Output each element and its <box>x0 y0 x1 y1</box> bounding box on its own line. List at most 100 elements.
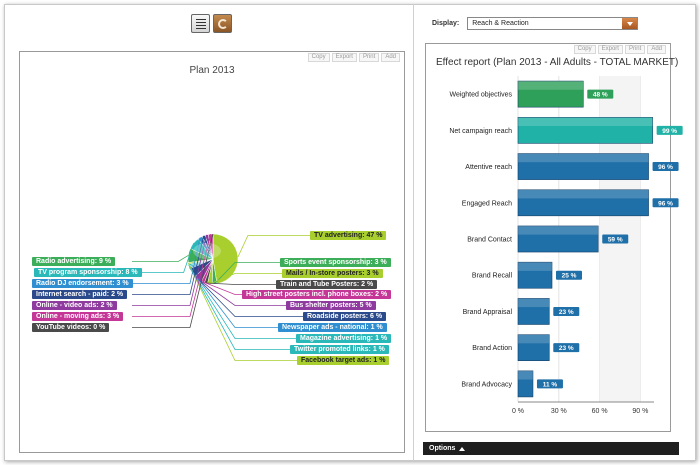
chevron-up-icon <box>459 446 466 451</box>
category-label: Brand Appraisal <box>463 309 513 316</box>
category-label: Weighted objectives <box>449 92 512 99</box>
copy-button[interactable]: Copy <box>307 53 330 62</box>
leader-line <box>214 262 280 285</box>
slice-label: YouTube videos: 0 % <box>32 323 110 332</box>
chevron-down-icon[interactable] <box>622 18 638 29</box>
print-button[interactable]: Print <box>358 53 380 62</box>
leader-line <box>205 282 276 285</box>
add-button[interactable]: Add <box>381 53 400 62</box>
value-label: 59 % <box>608 237 623 244</box>
add-button[interactable]: Add <box>647 45 666 54</box>
slice-label: Radio DJ endorsement: 3 % <box>32 279 133 288</box>
left-chart-toolbar: Copy Export Print Add <box>307 53 400 62</box>
chart-title: Plan 2013 <box>189 65 235 76</box>
value-label: 99 % <box>662 128 677 135</box>
slice-label: Roadside posters: 6 % <box>303 312 387 321</box>
value-badge <box>652 162 679 172</box>
display-value: Reach & Reaction <box>472 20 529 27</box>
category-label: Brand Action <box>472 345 512 352</box>
category-label: Brand Recall <box>472 273 513 280</box>
x-tick-label: 30 % <box>551 408 567 415</box>
pie-chart <box>132 233 310 361</box>
leader-line <box>209 273 282 285</box>
category-label: Brand Contact <box>467 237 512 244</box>
panel-divider <box>413 4 414 461</box>
bar-highlight <box>518 262 552 271</box>
value-badge <box>602 234 629 244</box>
bar-highlight <box>518 370 533 380</box>
print-button[interactable]: Print <box>624 45 646 54</box>
leader-line <box>188 263 297 361</box>
bar-highlight <box>518 225 599 235</box>
bar[interactable] <box>517 334 550 362</box>
value-label: 96 % <box>658 164 673 171</box>
slice-label: Mails / In-store posters: 3 % <box>282 269 383 278</box>
slice-label: Newspaper ads - national: 1 % <box>278 323 387 332</box>
value-label: 96 % <box>658 200 673 207</box>
bar[interactable] <box>517 189 649 217</box>
leader-line <box>237 235 310 258</box>
bar[interactable] <box>517 225 599 253</box>
right-chart-toolbar: Copy Export Print Add <box>573 45 666 54</box>
display-row: Display: Reach & Reaction <box>432 17 639 30</box>
leader-line <box>132 237 201 284</box>
leader-line <box>202 281 242 295</box>
options-bar[interactable]: Options <box>423 442 679 455</box>
category-label: Net campaign reach <box>449 128 512 135</box>
export-button[interactable]: Export <box>331 53 357 62</box>
leader-line <box>134 243 194 273</box>
leader-line <box>191 272 303 317</box>
bar[interactable] <box>517 116 653 144</box>
slice-label: TV advertising: 47 % <box>310 231 387 240</box>
bar[interactable] <box>517 370 534 398</box>
value-label: 48 % <box>593 92 608 99</box>
pie-view-icon[interactable] <box>213 14 232 33</box>
bar-highlight <box>518 298 550 308</box>
bar[interactable] <box>517 153 649 180</box>
display-label: Display: <box>432 20 460 27</box>
value-label: 25 % <box>562 273 577 280</box>
category-label: Attentive reach <box>465 164 512 171</box>
slice-label: Facebook target ads: 1 % <box>297 356 390 365</box>
slice-label: Online - video ads: 2 % <box>32 301 117 310</box>
slice-label: Sports event sponsorship: 3 % <box>280 258 391 267</box>
slice-label: Train and Tube Posters: 2 % <box>276 280 378 289</box>
value-badge <box>556 270 582 280</box>
bar[interactable] <box>517 80 584 108</box>
category-label: Brand Advocacy <box>461 381 512 388</box>
bar-highlight <box>518 81 584 90</box>
slice-label: Internet search - paid: 2 % <box>32 290 128 299</box>
view-toggle <box>191 14 232 33</box>
value-label: 23 % <box>559 345 574 352</box>
slice-label: TV program sponsorship: 8 % <box>34 268 142 277</box>
options-label: Options <box>429 445 456 452</box>
export-button[interactable]: Export <box>597 45 623 54</box>
copy-button[interactable]: Copy <box>573 45 596 54</box>
bar-highlight <box>518 117 653 126</box>
leader-line <box>132 234 208 306</box>
bar[interactable] <box>517 261 553 289</box>
leader-line <box>188 266 296 339</box>
leader-line <box>132 255 189 262</box>
x-tick-label: 0 % <box>512 408 524 415</box>
leader-line <box>132 234 212 317</box>
slice-label: High street posters incl. phone boxes: 2… <box>242 290 392 299</box>
bar-highlight <box>518 153 649 163</box>
bar[interactable] <box>517 298 550 325</box>
list-view-icon[interactable] <box>191 14 210 33</box>
pie-highlight <box>193 243 221 259</box>
value-label: 11 % <box>543 381 558 388</box>
effect-report-chart: Copy Export Print Add Effect report (Pla… <box>425 43 683 432</box>
value-badge <box>656 125 683 135</box>
value-badge <box>553 306 580 316</box>
x-tick-label: 90 % <box>632 408 648 415</box>
value-label: 23 % <box>559 309 574 316</box>
slice-label: Bus shelter posters: 5 % <box>286 301 376 310</box>
display-select[interactable]: Reach & Reaction <box>467 17 639 30</box>
slice-label: Twitter promoted links: 1 % <box>290 345 389 354</box>
leader-line <box>197 278 286 306</box>
pie-slice[interactable] <box>212 233 239 284</box>
slice-label: Magazine advertising: 1 % <box>296 334 392 343</box>
effect-chart-title: Effect report (Plan 2013 - All Adults - … <box>436 57 679 68</box>
slice-label: Radio advertising: 9 % <box>32 257 116 266</box>
